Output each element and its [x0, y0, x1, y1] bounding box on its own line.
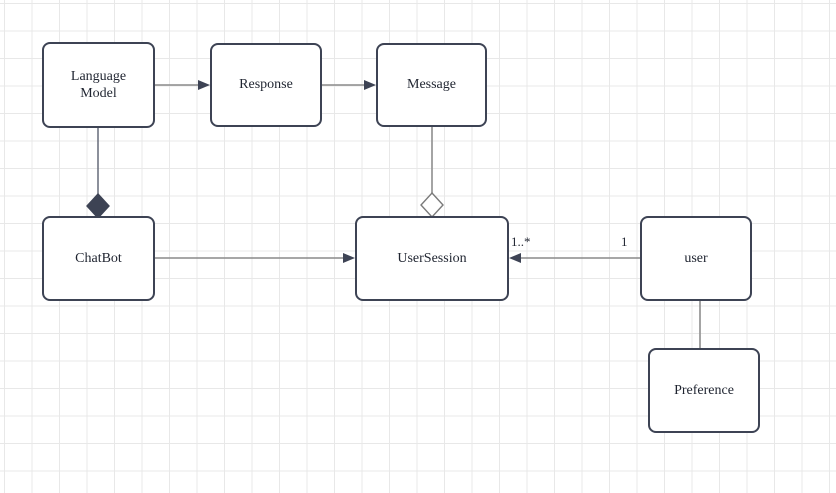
node-user-label: user: [684, 250, 708, 266]
edge-user-to-session: [509, 253, 640, 263]
node-preference-label: Preference: [674, 382, 734, 398]
node-response-label: Response: [239, 77, 293, 93]
node-language-model-label: Language Model: [70, 68, 127, 102]
node-usersession[interactable]: UserSession: [355, 216, 509, 301]
edge-lm-to-chatbot: [86, 128, 110, 220]
node-message[interactable]: Message: [376, 43, 487, 127]
edge-label-session-multiplicity: 1..*: [511, 234, 531, 249]
edge-response-to-message: [322, 80, 376, 90]
hollow-diamond-icon: [420, 191, 444, 219]
edge-message-to-session: [420, 127, 444, 219]
node-language-model[interactable]: Language Model: [42, 42, 155, 128]
node-chatbot[interactable]: ChatBot: [42, 216, 155, 301]
node-response[interactable]: Response: [210, 43, 322, 127]
edge-lm-to-response: [155, 80, 210, 90]
edge-label-user-multiplicity: 1: [621, 234, 628, 249]
filled-diamond-icon: [86, 192, 110, 220]
edge-chatbot-to-session: [155, 253, 355, 263]
node-user[interactable]: user: [640, 216, 752, 301]
node-message-label: Message: [407, 77, 456, 93]
node-preference[interactable]: Preference: [648, 348, 760, 433]
node-usersession-label: UserSession: [397, 250, 467, 266]
node-chatbot-label: ChatBot: [75, 250, 122, 266]
